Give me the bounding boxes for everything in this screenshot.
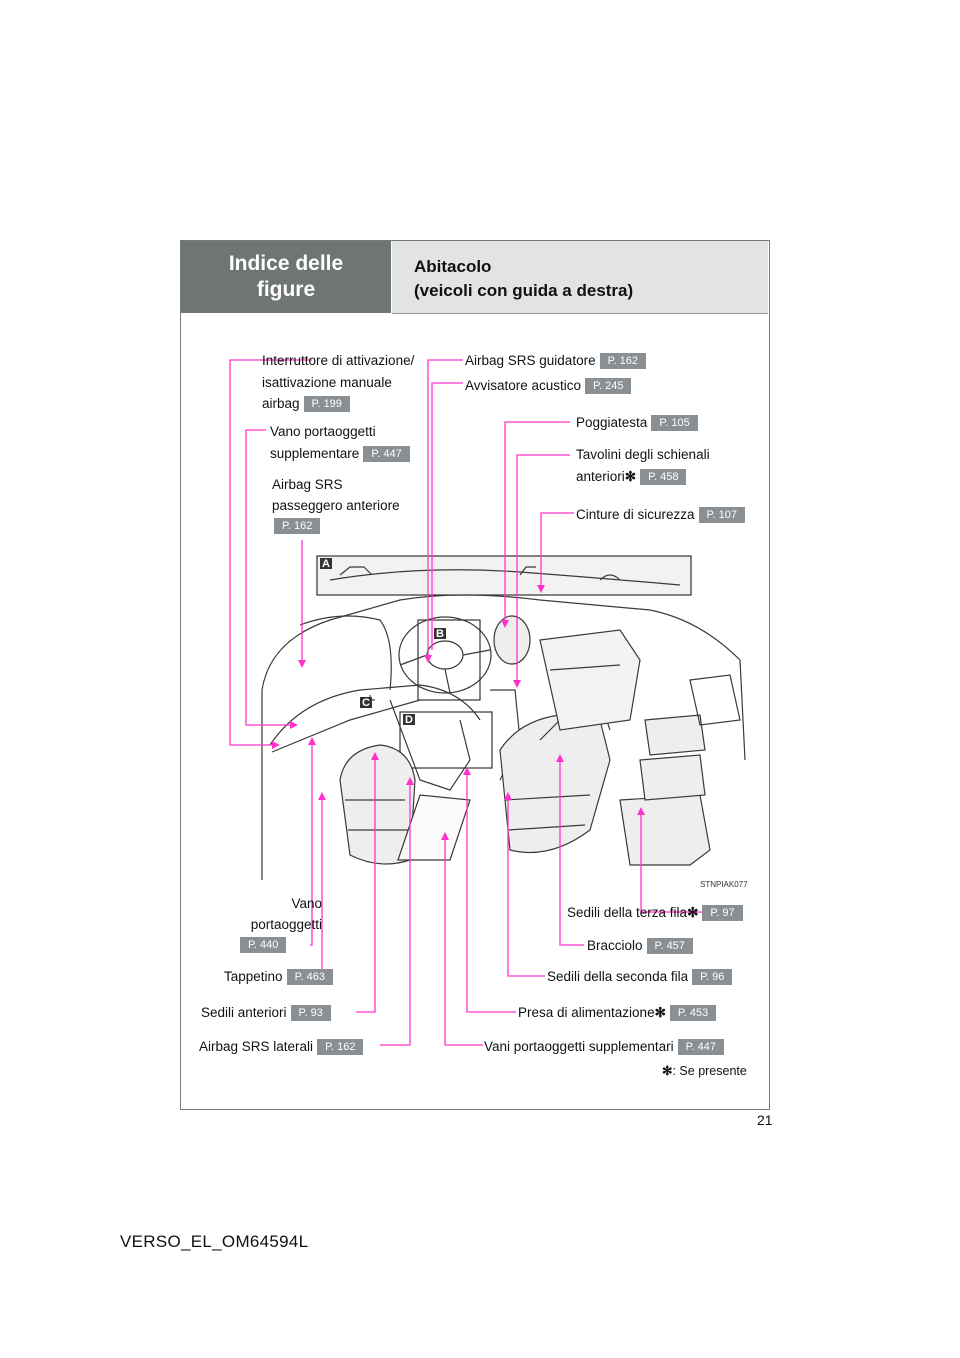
section-tab: Indice delle figure	[181, 241, 391, 313]
page-header: Abitacolo (veicoli con guida a destra)	[392, 241, 768, 314]
callout-b: B	[436, 628, 444, 640]
page-number: 21	[757, 1112, 773, 1128]
page-ref-badge[interactable]: P. 107	[698, 507, 745, 524]
callout-c: C	[362, 697, 370, 709]
label-vano-line1: Vano	[291, 896, 322, 911]
section-title-line2: figure	[256, 278, 316, 301]
page-ref-badge[interactable]: P. 457	[646, 938, 693, 955]
document-code: VERSO_EL_OM64594L	[120, 1232, 309, 1251]
label-tavolini-line2: anteriori✻P. 458	[576, 467, 687, 487]
page-title-line2: (veicoli con guida a destra)	[414, 281, 634, 300]
leader-arrowheads	[272, 585, 645, 840]
label-tavolini-line1: Tavolini degli schienali	[576, 447, 710, 462]
page-title-line1: Abitacolo	[414, 257, 492, 276]
image-code: STNPIAK077	[700, 880, 748, 889]
page-ref-badge[interactable]: P. 440	[240, 937, 287, 953]
page-ref-badge[interactable]: P. 93	[290, 1005, 331, 1022]
callout-a: A	[322, 558, 330, 570]
label-interruttore-line1: Interruttore di attivazione/	[262, 353, 415, 368]
label-vano-supp-line1: Vano portaoggetti	[270, 424, 376, 439]
page-ref-badge[interactable]: P. 453	[669, 1005, 717, 1022]
label-airbag-pass-line1: Airbag SRS	[272, 477, 343, 492]
label-vano-line2: portaoggetti	[250, 917, 322, 932]
callout-d: D	[405, 714, 413, 726]
page-ref-badge[interactable]: P. 199	[303, 396, 350, 413]
section-title-line1: Indice delle	[228, 252, 344, 275]
footnote: ✻: Se presente	[662, 1064, 747, 1078]
page-ref-badge[interactable]: P. 458	[640, 469, 687, 486]
label-terza-fila: Sedili della terza fila✻P. 97	[567, 903, 743, 923]
page-ref-badge[interactable]: P. 162	[317, 1039, 364, 1056]
page-ref-badge[interactable]: P. 447	[677, 1039, 725, 1056]
page-ref-badge[interactable]: P. 245	[585, 378, 632, 395]
label-airbag-pass-line2: passeggero anteriore	[272, 498, 400, 513]
page-ref-badge[interactable]: P. 162	[599, 353, 646, 370]
label-interruttore-line2: isattivazione manuale	[262, 375, 392, 390]
leader-lines	[229, 359, 705, 1046]
page-frame	[180, 240, 770, 1110]
page-ref-badge[interactable]: P. 447	[363, 446, 410, 463]
page-ref-badge[interactable]: P. 463	[286, 969, 333, 986]
page-ref-badge[interactable]: P. 97	[702, 905, 743, 922]
page-ref-badge[interactable]: P. 105	[651, 415, 698, 432]
page-ref-badge[interactable]: P. 162	[274, 518, 321, 534]
label-presa: Presa di alimentazione✻P. 453	[518, 1003, 717, 1023]
page-ref-badge[interactable]: P. 96	[692, 969, 733, 986]
